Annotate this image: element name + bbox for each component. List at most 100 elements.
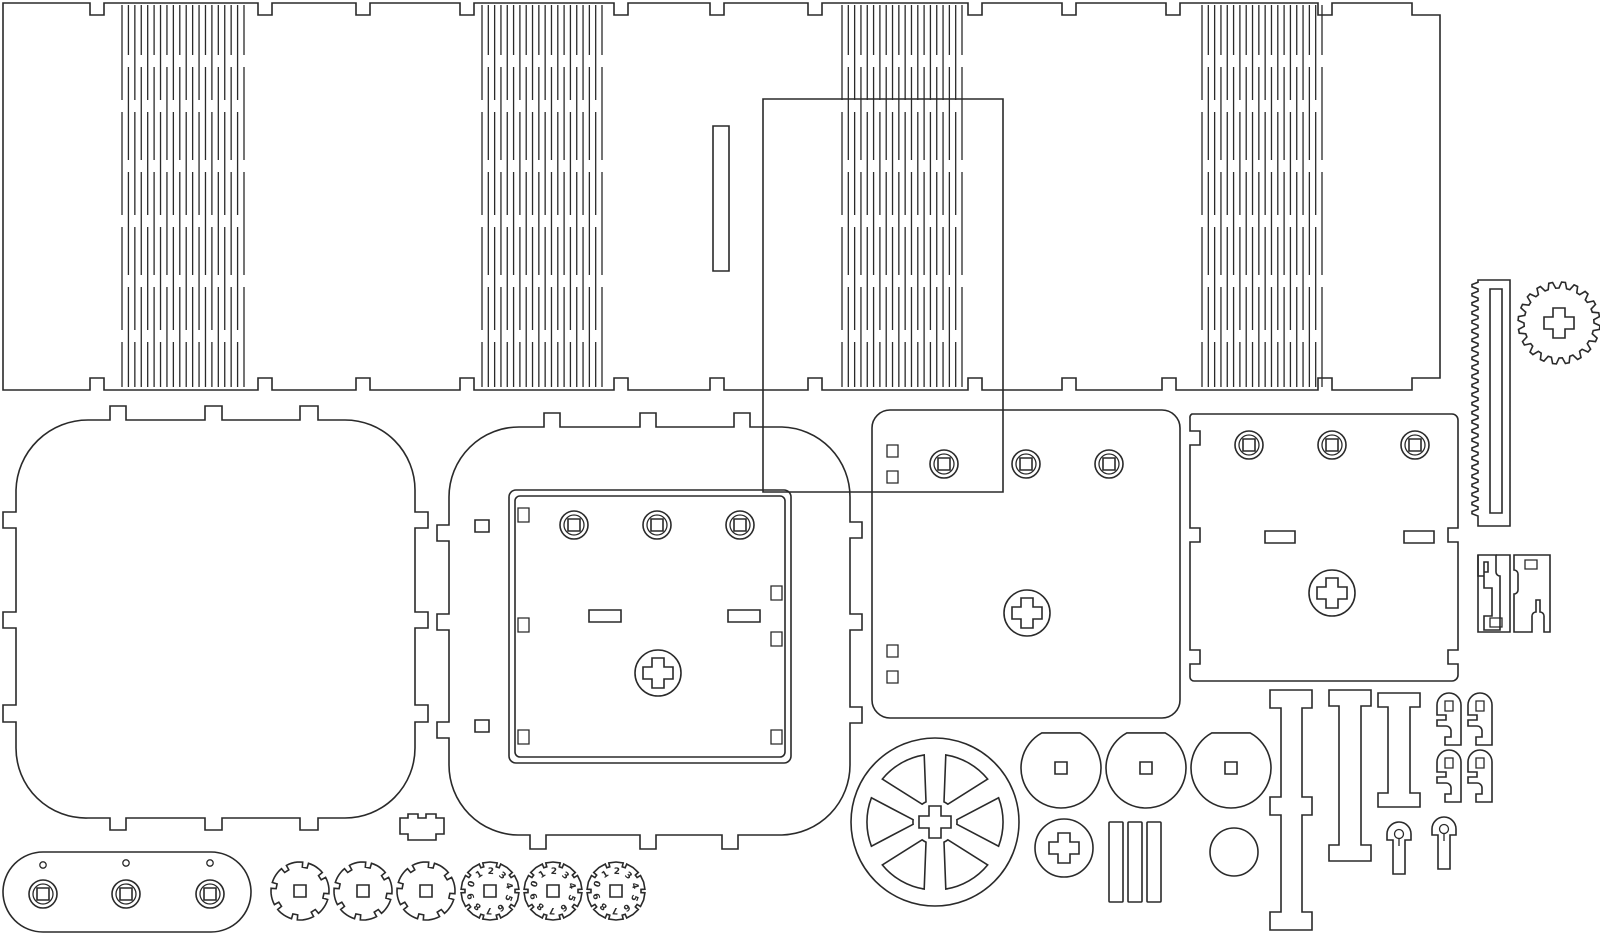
ring-inner — [116, 884, 136, 904]
gear-outline — [271, 862, 329, 920]
ring-inner — [1016, 454, 1036, 474]
dial-digit: 1 — [474, 869, 485, 881]
dial-digit: 6 — [621, 901, 632, 913]
square-hole — [1055, 762, 1067, 774]
square-hole — [547, 885, 559, 897]
square-hole — [938, 458, 950, 470]
square-hole — [484, 885, 496, 897]
ring — [560, 511, 588, 539]
square-hole-ring — [643, 511, 671, 539]
thin-bars — [1109, 822, 1161, 902]
wheel-window — [944, 755, 988, 804]
hook-hole — [1445, 758, 1453, 768]
square-hole — [357, 885, 369, 897]
wheel-window — [882, 755, 926, 804]
square-hole-ring — [1318, 431, 1346, 459]
dial-digit: 9 — [529, 892, 540, 901]
dial-digit: 6 — [558, 901, 569, 913]
square-hole — [294, 885, 306, 897]
square-hole-ring — [29, 880, 57, 908]
ring — [930, 450, 958, 478]
square-hole — [204, 888, 216, 900]
eye-connector-2 — [1432, 817, 1456, 869]
cross-hole — [635, 650, 681, 696]
hook-outline — [1468, 693, 1492, 745]
strip-slot — [713, 126, 729, 271]
ring-inner — [1322, 435, 1342, 455]
ring — [726, 511, 754, 539]
hook-hole — [1476, 758, 1484, 768]
mounting-panel-right — [1190, 414, 1458, 681]
dial-digit: 0 — [592, 880, 604, 889]
dial-digit: 3 — [559, 870, 570, 882]
ring-inner — [1099, 454, 1119, 474]
living-hinge-1 — [122, 5, 244, 387]
square-hole — [420, 885, 432, 897]
living-hinge-4 — [1202, 5, 1322, 387]
dial-digit: 9 — [466, 892, 477, 901]
square-hole-ring — [1095, 450, 1123, 478]
eye-hole — [1440, 825, 1449, 834]
cam-disc-1 — [1021, 733, 1101, 808]
square-hole — [734, 519, 746, 531]
ring-inner — [33, 884, 53, 904]
wheel-rim — [851, 738, 1019, 906]
square-hole — [1225, 762, 1237, 774]
dial-digit: 8 — [473, 900, 484, 912]
hook-outline — [1437, 750, 1461, 802]
eye-hole — [1395, 830, 1404, 839]
square-hole-ring — [1401, 431, 1429, 459]
i-beam-medium — [1329, 690, 1371, 861]
square-hole-ring — [560, 511, 588, 539]
t-connector — [400, 814, 444, 840]
dial-outline — [587, 862, 645, 920]
wheel-window — [957, 798, 1003, 846]
gear-outline — [397, 862, 455, 920]
square-hole — [610, 885, 622, 897]
square-hole-ring — [1235, 431, 1263, 459]
ring-inner — [200, 884, 220, 904]
dial-digit: 8 — [599, 900, 610, 912]
notched-gear-1 — [271, 862, 329, 920]
square-hole-ring — [930, 450, 958, 478]
ring — [1235, 431, 1263, 459]
dial-outline — [461, 862, 519, 920]
cross-hole — [1544, 308, 1574, 338]
cam-disc-3 — [1191, 733, 1271, 808]
cross-hole — [1309, 570, 1355, 616]
ring — [29, 880, 57, 908]
ring-inner — [1405, 435, 1425, 455]
square-hole — [1243, 439, 1255, 451]
hook-4 — [1468, 750, 1492, 802]
ring-inner — [1239, 435, 1259, 455]
square-hole — [120, 888, 132, 900]
dial-digit: 1 — [600, 869, 611, 881]
ring — [1401, 431, 1429, 459]
square-hole — [1103, 458, 1115, 470]
eye-outline — [1432, 817, 1456, 869]
cross-hole — [1049, 833, 1079, 863]
wheel-window — [867, 798, 913, 846]
dial-digit: 5 — [628, 893, 640, 902]
rounded-side-panel-left — [3, 406, 428, 830]
dial-outline — [524, 862, 582, 920]
square-hole-ring — [196, 880, 224, 908]
square-hole — [1140, 762, 1152, 774]
hook-2 — [1468, 693, 1492, 745]
cross-hole-ring — [1004, 590, 1050, 636]
cross-disc — [1035, 819, 1093, 877]
ring — [196, 880, 224, 908]
cross-hole-shape — [643, 658, 673, 688]
plain-disc — [1210, 828, 1258, 876]
hook-1 — [1437, 693, 1461, 745]
ring-inner — [934, 454, 954, 474]
dial-digit: 7 — [549, 905, 556, 915]
wheel-window — [882, 840, 926, 889]
cam-outline — [1191, 733, 1271, 808]
square-hole — [568, 519, 580, 531]
wheel-window — [944, 840, 988, 889]
